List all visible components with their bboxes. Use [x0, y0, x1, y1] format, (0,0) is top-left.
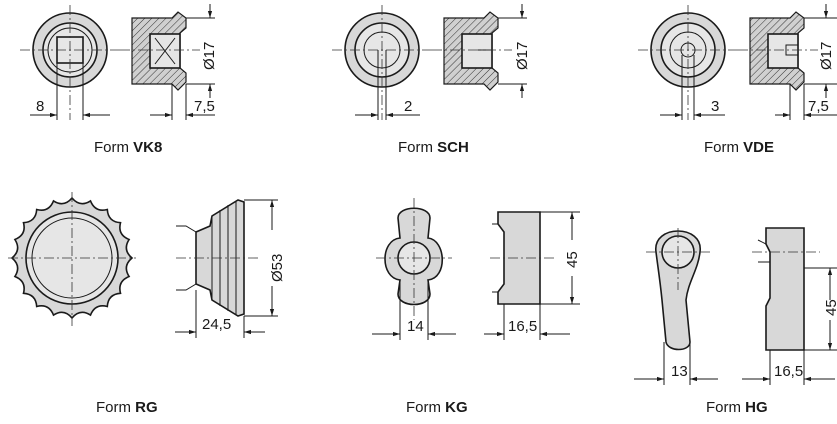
form-vk8: 8 Ø17 7,5 Form VK8: [20, 4, 218, 156]
vk8-front-view: [20, 5, 120, 120]
kg-front-view: [372, 198, 456, 340]
rg-width-dimension: 24,5: [202, 316, 231, 333]
vk8-depth-dimension: 7,5: [194, 98, 215, 115]
hg-side-view: [742, 227, 837, 385]
rg-front-view: [8, 192, 136, 326]
sch-section-view: [432, 4, 527, 98]
kg-front-width-dimension: 14: [407, 318, 424, 335]
caption-form-vk8: Form VK8: [94, 139, 162, 156]
rg-side-view: [175, 199, 278, 338]
caption-form-vde: Form VDE: [704, 139, 774, 156]
form-rg: Ø53 24,5 Form RG: [8, 192, 286, 416]
form-vde: 3 Ø17 7,5 Form VDE: [638, 4, 837, 156]
sch-width-dimension: 2: [404, 98, 412, 115]
hg-front-view: [634, 228, 718, 385]
rg-diameter-dimension: Ø53: [269, 254, 286, 282]
vk8-diameter-dimension: Ø17: [201, 42, 218, 70]
caption-form-rg: Form RG: [96, 399, 158, 416]
hg-height-dimension: 45: [823, 299, 837, 316]
kg-side-width-dimension: 16,5: [508, 318, 537, 335]
vde-front-view: [638, 5, 738, 120]
vde-width-dimension: 3: [711, 98, 719, 115]
form-hg: 13 45 16,5 Form HG: [634, 227, 837, 416]
caption-form-kg: Form KG: [406, 399, 468, 416]
vde-diameter-dimension: Ø17: [818, 42, 835, 70]
vde-section-view: [738, 4, 837, 120]
kg-side-view: [484, 211, 580, 340]
sch-diameter-dimension: Ø17: [514, 42, 531, 70]
hg-front-width-dimension: 13: [671, 363, 688, 380]
form-kg: 14 45 16,5 Form KG: [372, 198, 581, 416]
kg-height-dimension: 45: [564, 251, 581, 268]
caption-form-sch: Form SCH: [398, 139, 469, 156]
vde-depth-dimension: 7,5: [808, 98, 829, 115]
hg-side-width-dimension: 16,5: [774, 363, 803, 380]
form-sch: 2 Ø17 Form SCH: [332, 4, 531, 156]
vk8-width-dimension: 8: [36, 98, 44, 115]
caption-form-hg: Form HG: [706, 399, 768, 416]
vk8-section-view: [120, 4, 215, 120]
sch-front-view: [332, 5, 432, 120]
